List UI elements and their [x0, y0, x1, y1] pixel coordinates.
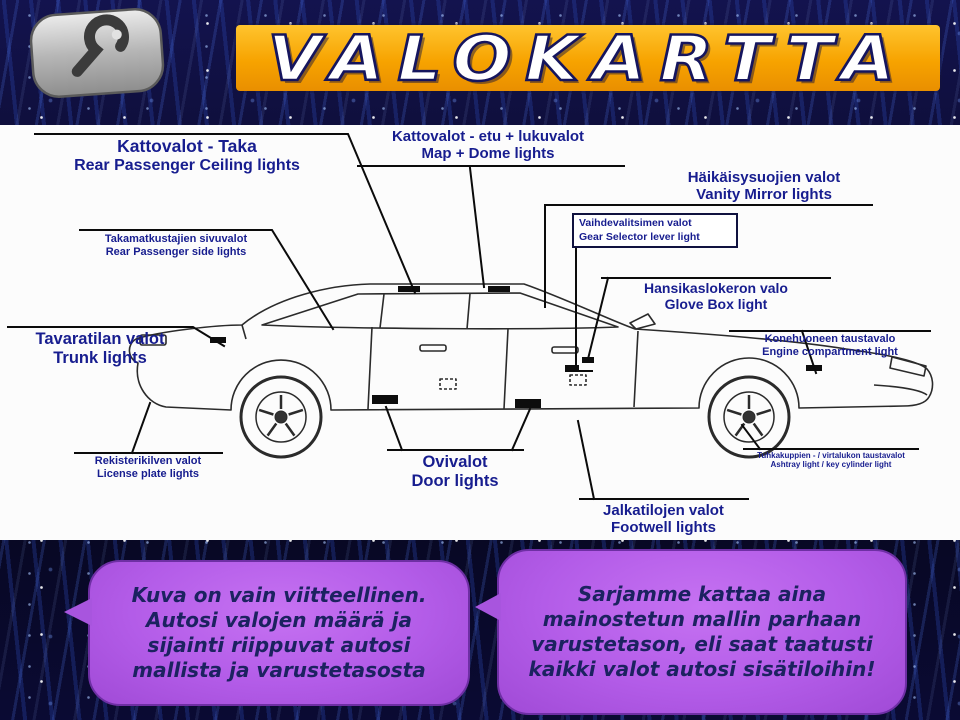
label-footwell-lights: Jalkatilojen valot Footwell lights — [576, 502, 751, 536]
label-fi: Ovivalot — [422, 453, 488, 471]
connector-glove — [586, 276, 831, 361]
label-fi: Kattovalot - Taka — [117, 136, 257, 156]
label-license-plate-lights: Rekisterikilven valot License plate ligh… — [72, 455, 224, 480]
label-fi: Vaihdevalitsimen valot — [579, 217, 692, 229]
label-vanity-mirror-lights: Häikäisysuojien valot Vanity Mirror ligh… — [650, 169, 878, 203]
label-en: Footwell lights — [611, 519, 716, 537]
label-en: Trunk lights — [53, 348, 147, 367]
rear-wheel — [239, 375, 323, 459]
label-ashtray-key-cylinder-lights: Tuhkakuppien - / virtalukon taustavalot … — [740, 451, 922, 469]
label-en: Rear Passenger side lights — [105, 245, 247, 258]
connector-ashtray — [740, 423, 919, 451]
label-fi: Konehuoneen taustavalo — [764, 333, 896, 345]
front-wheel — [707, 375, 791, 459]
label-map-dome-lights: Kattovalot - etu + lukuvalot Map + Dome … — [352, 128, 624, 162]
promo-text: Sarjamme kattaa aina mainostetun mallin … — [528, 582, 876, 681]
connector-plate — [74, 401, 223, 455]
callout-lines — [7, 133, 931, 501]
connector-ceiling-rear — [34, 133, 417, 295]
connector-rear-side — [79, 229, 335, 331]
bubble-tail — [64, 598, 92, 626]
label-rear-passenger-side-lights: Takamatkustajien sivuvalot Rear Passenge… — [76, 233, 276, 258]
label-en: Rear Passenger Ceiling lights — [74, 156, 300, 174]
side-mirror — [629, 313, 656, 330]
label-glove-box-light: Hansikaslokeron valo Glove Box light — [602, 280, 830, 313]
label-fi: Tavaratilan valot — [35, 330, 165, 348]
promo-bubble: Sarjamme kattaa aina mainostetun mallin … — [475, 549, 907, 715]
label-fi: Kattovalot - etu + lukuvalot — [391, 128, 585, 145]
label-en: Ashtray light / key cylinder light — [770, 460, 892, 470]
label-gear-selector-light: Vaihdevalitsimen valot Gear Selector lev… — [572, 213, 738, 249]
bubble-tail — [475, 593, 501, 621]
disclaimer-text: Kuva on vain viitteellinen. Autosi valoj… — [131, 583, 427, 682]
label-rear-ceiling-lights: Kattovalot - Taka Rear Passenger Ceiling… — [28, 136, 346, 175]
label-en: License plate lights — [96, 467, 200, 480]
page-title: VALOKARTTA — [266, 20, 909, 96]
seller-logo — [28, 8, 166, 98]
tow-hook-logo-icon — [29, 8, 165, 98]
label-fi: Tuhkakuppien - / virtalukon taustavalot — [757, 451, 905, 460]
connector-gear — [565, 246, 593, 372]
connector-map-dome — [357, 165, 625, 289]
title-banner: VALOKARTTA — [236, 20, 940, 96]
connector-trunk — [7, 326, 226, 348]
head-light — [889, 356, 927, 377]
label-door-lights: Ovivalot Door lights — [385, 453, 525, 491]
connector-door — [384, 405, 532, 452]
label-en: Door lights — [411, 471, 499, 490]
label-fi: Jalkatilojen valot — [603, 502, 724, 519]
diagram-panel: Kattovalot - Taka Rear Passenger Ceiling… — [0, 125, 960, 540]
label-en: Map + Dome lights — [421, 145, 555, 163]
label-fi: Rekisterikilven valot — [94, 455, 202, 467]
label-fi: Takamatkustajien sivuvalot — [104, 233, 248, 245]
car-windows — [261, 292, 619, 330]
label-en: Engine compartment light — [762, 345, 898, 358]
connector-engine — [729, 329, 931, 375]
connector-footwell — [576, 419, 749, 501]
label-fi: Häikäisysuojien valot — [687, 169, 841, 186]
car-body — [128, 283, 934, 411]
label-en: Gear Selector lever light — [579, 230, 700, 243]
label-en: Glove Box light — [664, 295, 768, 312]
tail-light — [139, 334, 167, 346]
label-en: Vanity Mirror lights — [696, 186, 832, 204]
connector-vanity — [544, 204, 873, 308]
disclaimer-bubble: Kuva on vain viitteellinen. Autosi valoj… — [64, 560, 470, 706]
label-engine-compartment-light: Konehuoneen taustavalo Engine compartmen… — [726, 333, 934, 358]
label-trunk-lights: Tavaratilan valot Trunk lights — [6, 330, 194, 368]
car-diagram — [128, 283, 934, 459]
label-fi: Hansikaslokeron valo — [644, 280, 788, 296]
